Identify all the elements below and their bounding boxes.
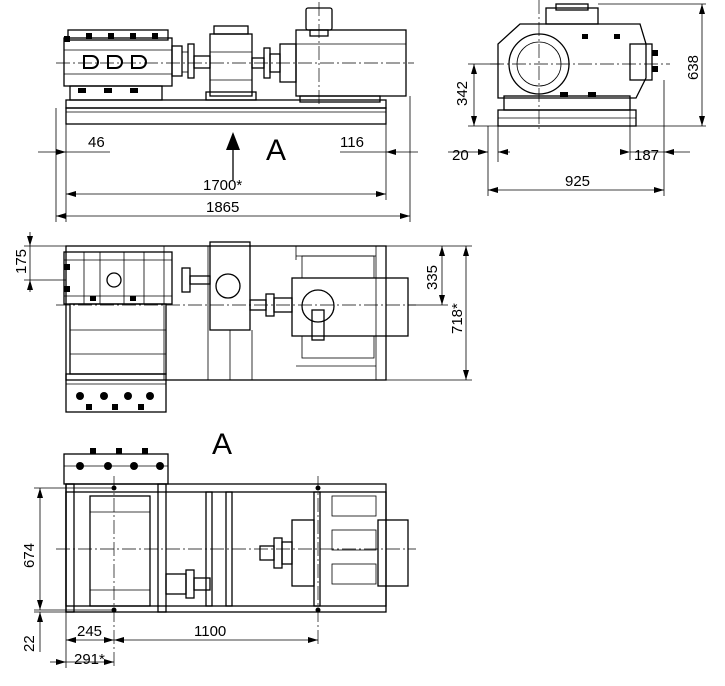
plan-frame [65, 245, 387, 381]
dim-side-bottom-offsets [448, 80, 690, 196]
plan-valve-blocks [65, 373, 167, 413]
front-motor [279, 7, 407, 103]
dim-plan-motor-offset-label: 335 [424, 265, 441, 290]
dim-view-a-frame-width-label: 674 [21, 543, 38, 568]
dim-side-overhang: 187 [634, 147, 659, 164]
dim-view-a-frame-width [34, 487, 114, 611]
view-a-title: A [212, 428, 232, 461]
dim-front-overall-length: 1865 [206, 199, 239, 216]
dim-view-a-left-offset [50, 659, 114, 665]
plan-view: 175 335 718* [13, 232, 472, 413]
plan-motor [291, 255, 409, 359]
dim-side-width-label: 925 [565, 173, 590, 190]
side-motor-cap [545, 7, 599, 25]
dim-side-total-height-label: 638 [685, 55, 702, 80]
dim-side-base-offset: 20 [452, 147, 469, 164]
dim-side-axis-height-label: 342 [454, 81, 471, 106]
dim-side-total-height [598, 3, 706, 127]
dim-view-a-hole-span: 1100 [194, 623, 226, 640]
view-a-arrow [226, 132, 240, 180]
dim-plan-width-label: 718* [449, 303, 466, 334]
front-base-top [65, 99, 387, 109]
front-view: A 46 116 1700* 1865 [38, 2, 418, 222]
dim-view-a-hole-offset: 245 [77, 623, 102, 640]
dim-view-a-left-offset-label: 291* [74, 651, 105, 668]
dim-side-width [488, 187, 664, 193]
dim-plan-width [386, 245, 472, 381]
dim-plan-motor-offset [376, 245, 448, 306]
front-base-rail [65, 107, 387, 125]
dim-plan-top-offset-label: 175 [13, 249, 30, 274]
view-a: 674 22 245 1100 291* [21, 448, 416, 668]
dim-side-axis-height [468, 63, 500, 127]
dim-front-mount-span: 1700* [203, 177, 242, 194]
dim-front-offset-right: 116 [340, 134, 364, 151]
plan-pump-head [63, 251, 173, 375]
dim-view-a-edge-offset-label: 22 [21, 635, 38, 652]
side-housing [497, 23, 647, 99]
dim-view-a-edge-offset [34, 611, 66, 652]
dim-front-offsets [38, 124, 418, 222]
plan-gearbox [181, 241, 293, 331]
dim-front-span [66, 191, 386, 197]
dim-front-overall [55, 96, 411, 222]
front-pump-block [63, 29, 189, 101]
dim-front-offset-left: 46 [88, 134, 105, 151]
dim-view-a-holes [65, 612, 318, 668]
side-view: 342 638 20 187 [448, 0, 706, 196]
view-a-pointer-label: A [266, 134, 286, 167]
dim-plan-top-offset [24, 232, 66, 292]
